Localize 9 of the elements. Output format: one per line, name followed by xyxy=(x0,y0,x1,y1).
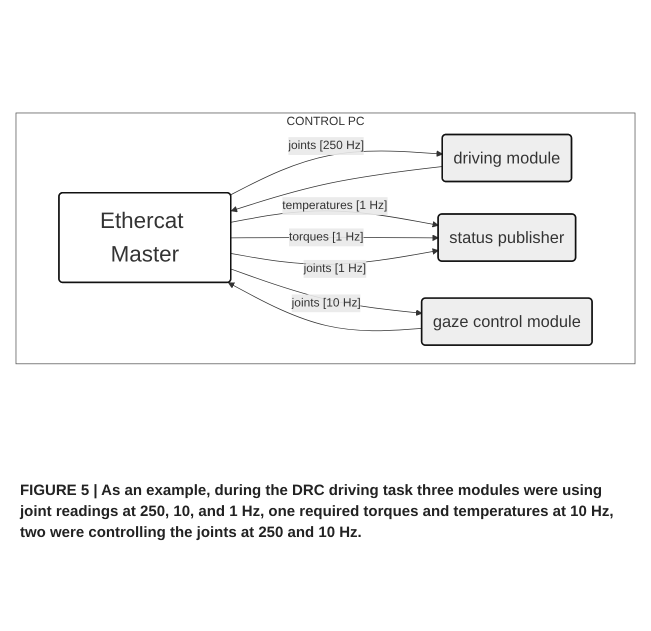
edge-label: joints [10 Hz] xyxy=(292,296,361,309)
arrow xyxy=(228,282,422,331)
arrow xyxy=(230,268,422,316)
figure-caption: FIGURE 5 | As an example, during the DRC driving task three modules were using joint readings at 250, 10, and 1 Hz, one required torques and temperatures at 10 Hz, two were controlling the joints at 250 and 10 Hz. xyxy=(20,481,614,543)
edge-label: torques [1 Hz] xyxy=(288,230,364,243)
edge-label: joints [250 Hz] xyxy=(288,138,364,152)
arrow xyxy=(230,166,443,212)
edge-label: joints [1 Hz] xyxy=(304,262,366,274)
edge-label: temperatures [1 Hz] xyxy=(282,198,388,212)
